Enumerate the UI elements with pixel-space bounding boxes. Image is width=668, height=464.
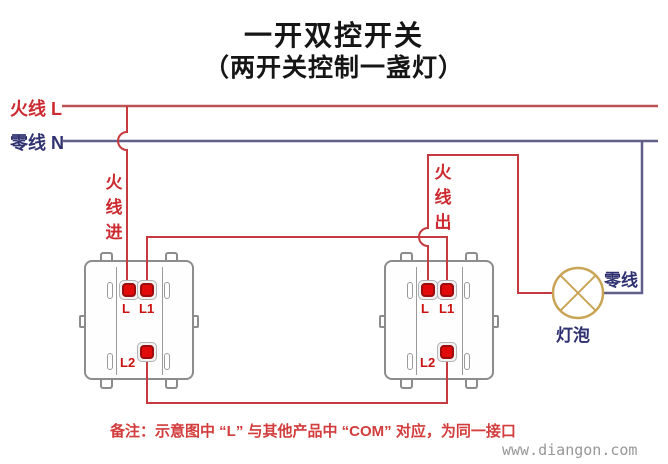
- live-out-label: 火线出: [434, 163, 452, 232]
- page-subtitle: （两开关控制一盏灯）: [203, 54, 464, 82]
- terminal-l2-right: [437, 342, 457, 362]
- screw-slot: [407, 282, 413, 299]
- lamp-circle: [551, 266, 605, 320]
- lamp-cross-line: [559, 274, 597, 312]
- terminal-label-l-right: L: [421, 301, 429, 316]
- neutral-bus-label: 零线 N: [10, 129, 64, 155]
- terminal-pin: [140, 345, 154, 359]
- terminal-label-l2-left: L2: [120, 355, 136, 370]
- switch-body-right: [384, 260, 494, 380]
- neutral-bus-name: 零线: [10, 133, 46, 153]
- live-bus-name: 火线: [10, 99, 46, 119]
- screw-slot: [107, 353, 113, 370]
- mount-tab: [100, 378, 113, 389]
- watermark: www.diangon.com: [502, 441, 638, 459]
- panel-line: [116, 267, 117, 375]
- neutral-bus-symbol: N: [51, 133, 65, 153]
- screw-slot: [407, 353, 413, 370]
- terminal-l-left: [119, 280, 139, 300]
- switch-body-left: [84, 260, 194, 380]
- terminal-pin: [140, 283, 154, 297]
- panel-line: [162, 267, 163, 375]
- panel-line: [416, 267, 417, 375]
- terminal-label-l1-right: L1: [439, 301, 455, 316]
- lamp-label: 灯泡: [556, 326, 590, 345]
- screw-slot: [164, 282, 170, 299]
- terminal-pin: [440, 345, 454, 359]
- terminal-label-l2-right: L2: [420, 355, 436, 370]
- terminal-pin: [122, 283, 136, 297]
- live-bus-symbol: L: [51, 99, 63, 119]
- terminal-l-right: [418, 280, 438, 300]
- lamp-neutral-label: 零线: [604, 271, 638, 290]
- live-in-label: 火线进: [105, 173, 123, 242]
- panel-line: [462, 267, 463, 375]
- note-text: 备注：示意图中 “L” 与其他产品中 “COM” 对应，为同一接口: [110, 423, 516, 440]
- lamp-cross-line: [559, 274, 597, 312]
- terminal-pin: [421, 283, 435, 297]
- screw-slot: [464, 353, 470, 370]
- terminal-l1-right: [437, 280, 457, 300]
- terminal-label-l-left: L: [122, 301, 130, 316]
- mount-tab: [100, 252, 113, 263]
- mount-tab: [465, 378, 478, 389]
- terminal-l1-left: [137, 280, 157, 300]
- page-title: 一开双控开关: [243, 20, 424, 51]
- terminal-label-l1-left: L1: [139, 301, 155, 316]
- terminal-l2-left: [137, 342, 157, 362]
- terminal-pin: [440, 283, 454, 297]
- screw-slot: [107, 282, 113, 299]
- live-bus-label: 火线 L: [10, 95, 62, 121]
- lamp-icon: [551, 266, 605, 320]
- screw-slot: [164, 353, 170, 370]
- screw-slot: [464, 282, 470, 299]
